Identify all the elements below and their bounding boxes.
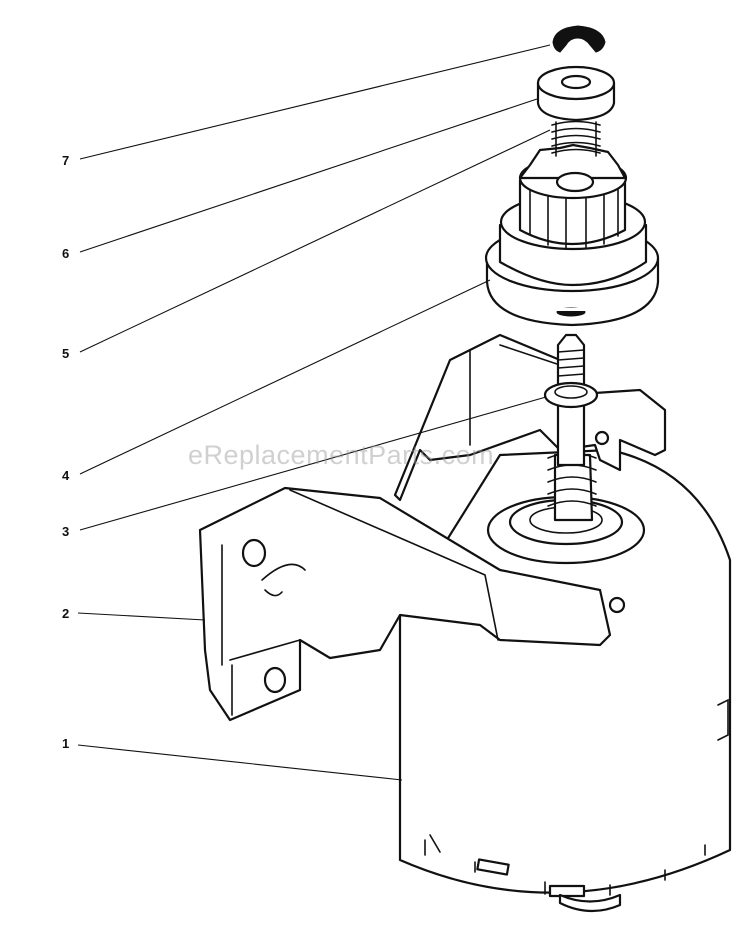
callout-2: 2 <box>62 606 69 621</box>
part-2-mounting-bracket <box>198 333 667 722</box>
callout-leader-lines <box>77 44 551 781</box>
callout-1: 1 <box>62 736 69 751</box>
callout-numbers: 1 2 3 4 5 6 7 <box>62 153 70 751</box>
callout-7: 7 <box>62 153 69 168</box>
part-6-small-spring <box>551 120 601 157</box>
part-5-pinion-gear <box>484 143 660 327</box>
callout-6: 6 <box>62 246 69 261</box>
part-4-shaft-collar <box>543 333 599 467</box>
callout-3: 3 <box>62 524 69 539</box>
callout-4: 4 <box>62 468 70 483</box>
part-7-retainer-cap-clip <box>536 25 616 122</box>
motor-top-plate <box>486 495 646 565</box>
callout-5: 5 <box>62 346 69 361</box>
